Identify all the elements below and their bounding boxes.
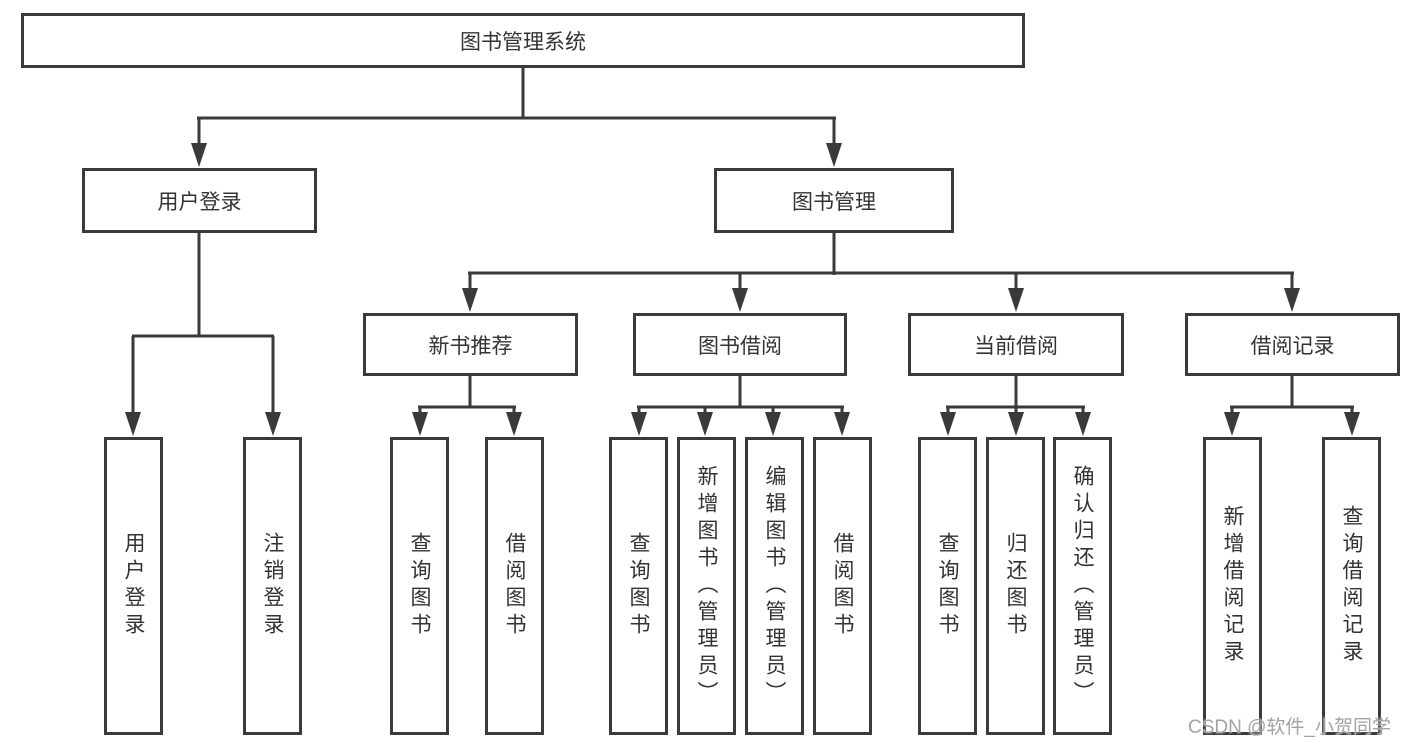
leaf-borrow-query-book: 查询图书 xyxy=(609,437,668,735)
node-user-login-label: 用户登录 xyxy=(157,190,242,214)
leaf-borrow-borrow-book: 借阅图书 xyxy=(813,437,872,735)
node-new-book-recommend: 新书推荐 xyxy=(363,313,578,376)
node-book-management: 图书管理 xyxy=(714,168,954,233)
leaf-current-query-book: 查询图书 xyxy=(918,437,977,735)
node-current-borrow: 当前借阅 xyxy=(908,313,1124,376)
node-current-borrow-label: 当前借阅 xyxy=(974,334,1058,358)
node-borrow-records: 借阅记录 xyxy=(1185,313,1400,376)
leaf-borrow-add-book-admin: 新增图书（管理员） xyxy=(677,437,736,735)
node-root-label: 图书管理系统 xyxy=(460,30,586,54)
node-user-login: 用户登录 xyxy=(82,168,317,233)
leaf-records-query-record: 查询借阅记录 xyxy=(1322,437,1381,735)
leaf-recommend-query-book: 查询图书 xyxy=(390,437,449,735)
node-new-book-recommend-label: 新书推荐 xyxy=(428,334,513,358)
leaf-user-login: 用户登录 xyxy=(104,437,163,735)
leaf-current-return-book: 归还图书 xyxy=(986,437,1045,735)
csdn-watermark: CSDN @软件_小贺同学 xyxy=(1188,717,1391,738)
node-book-borrow-label: 图书借阅 xyxy=(698,334,782,358)
leaf-logout: 注销登录 xyxy=(243,437,302,735)
node-book-management-label: 图书管理 xyxy=(792,190,876,214)
leaf-records-add-record: 新增借阅记录 xyxy=(1203,437,1262,735)
leaf-recommend-borrow-book: 借阅图书 xyxy=(485,437,544,735)
node-root: 图书管理系统 xyxy=(21,13,1025,68)
leaf-borrow-edit-book-admin: 编辑图书（管理员） xyxy=(745,437,804,735)
leaf-current-confirm-return-admin: 确认归还（管理员） xyxy=(1053,437,1112,735)
node-borrow-records-label: 借阅记录 xyxy=(1250,334,1335,358)
node-book-borrow: 图书借阅 xyxy=(633,313,847,376)
